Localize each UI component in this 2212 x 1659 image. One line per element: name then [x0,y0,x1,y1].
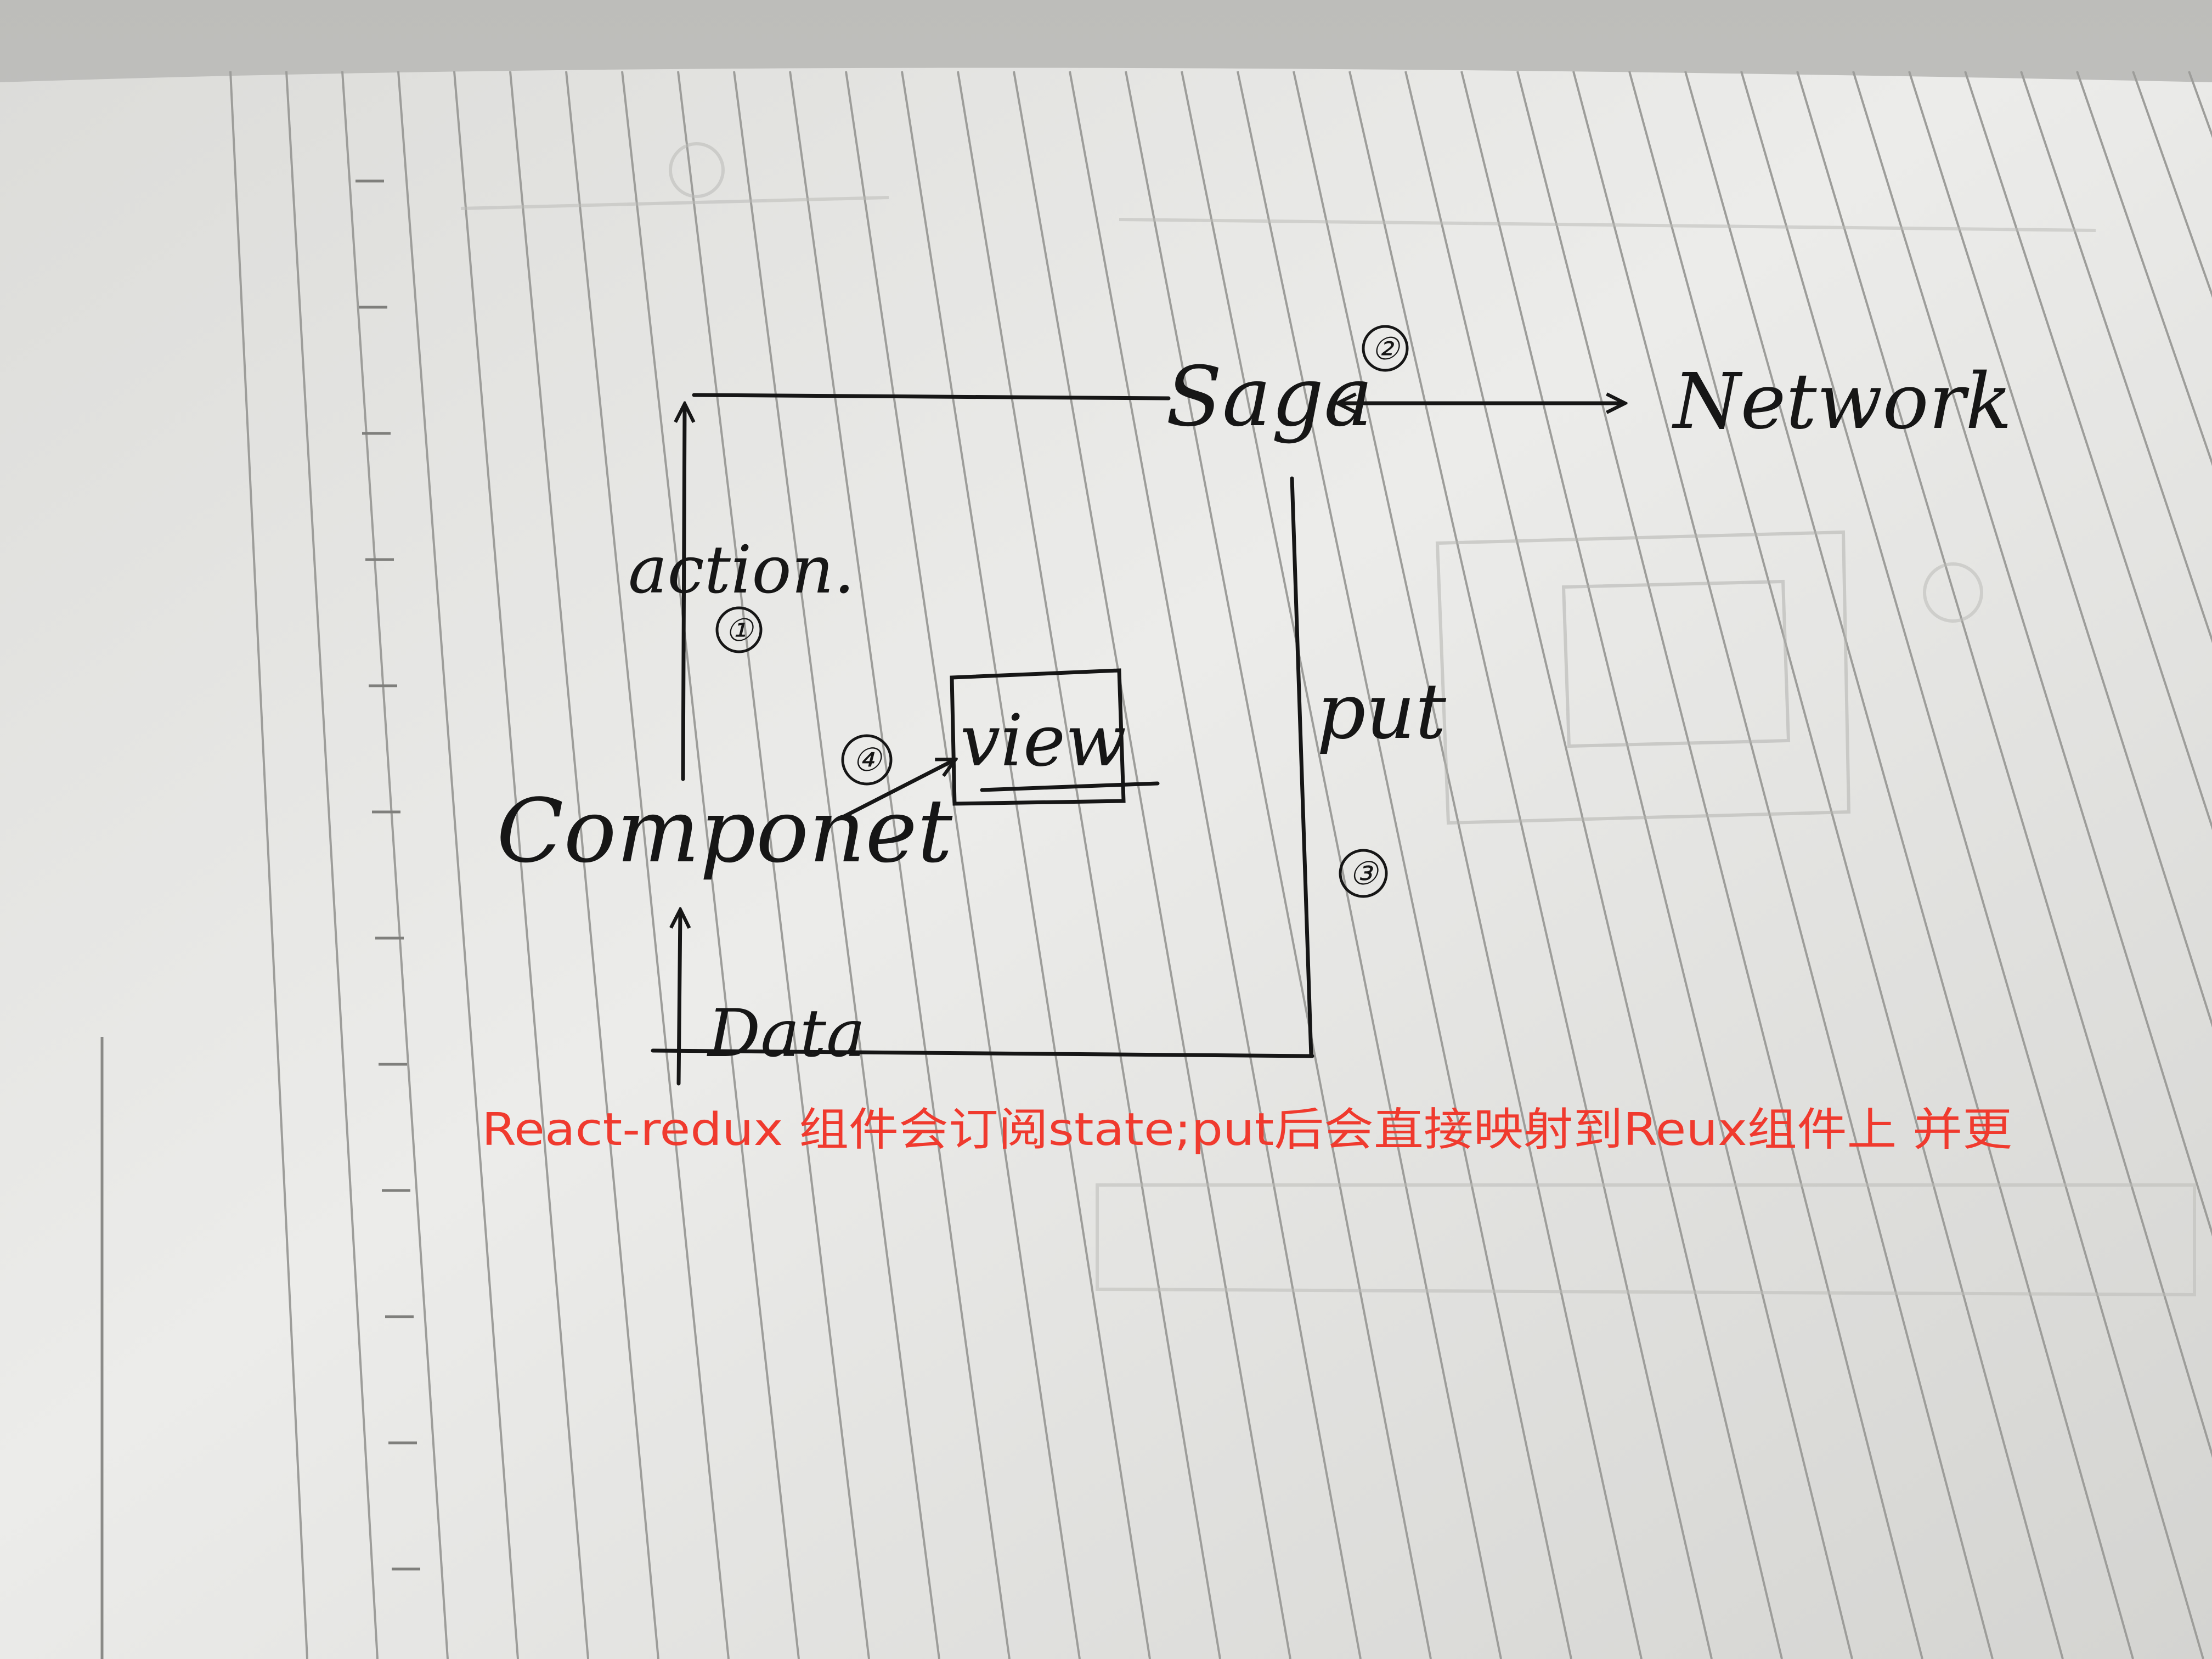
ruled-line [1404,71,1783,1659]
svg-text:④: ④ [853,741,883,778]
ruled-line [1964,71,2212,831]
ruled-line [621,71,800,1659]
ruled-line [901,71,1151,1659]
bottom-line [651,1048,1314,1058]
step-marker-3: ③ [1339,849,1388,898]
ruled-line [1908,71,2212,1028]
ruled-line [1740,71,2204,1659]
ruled-line [845,71,1081,1659]
ruled-line [453,71,589,1659]
put-label: put [1317,667,1447,757]
svg-text:①: ① [725,613,754,648]
data-arrow [679,911,680,1086]
ruled-line [509,71,659,1659]
step-marker-4: ④ [841,734,893,786]
ruled-line [1572,71,1994,1659]
ruled-line [677,71,870,1659]
view-box [950,668,1126,806]
notebook-page [0,67,2212,1659]
ruled-line [1628,71,2064,1659]
ruled-line [285,71,379,1659]
ruled-line [1516,71,1923,1659]
svg-text:②: ② [1372,331,1401,367]
step-marker-2: ② [1362,325,1409,372]
step-marker-1: ① [715,606,763,653]
ruled-line [957,71,1221,1659]
action-label: action. [628,532,855,608]
ruled-line [1348,71,1713,1659]
ruled-line [1684,71,2134,1659]
ruled-line [341,71,449,1659]
action-arrow [683,405,685,781]
put-line [1290,476,1313,1058]
data-label: Data [707,996,866,1072]
ruled-line [789,71,1011,1659]
ruled-line [1013,71,1291,1659]
diagram-lines [651,393,1624,1086]
svg-text:③: ③ [1349,855,1379,892]
to-view-arrow [840,760,955,820]
ruled-line [1293,71,1643,1659]
ruled-line [1460,71,1853,1659]
view-underline [980,781,1160,792]
ruled-line [229,71,308,1659]
top-connector [692,393,1171,400]
ruled-line [2020,71,2212,644]
step-markers: ① ② ③ ④ [715,325,1409,898]
ruled-lines [229,71,2212,1659]
ruled-line [1852,71,2212,1237]
ruled-line [565,71,730,1659]
ruled-line [1796,71,2212,1458]
ruled-line [1069,71,1362,1659]
saga-label: Saga [1166,349,1373,445]
ruled-line [2076,71,2212,466]
ruled-line [1237,71,1572,1659]
annotation-caption: React-redux 组件会订阅state;put后会直接映射到Reux组件上… [482,1104,2012,1156]
view-label: view [960,699,1126,782]
ruled-line [397,71,519,1659]
show-through-sketch [460,142,2196,1297]
ruled-line [1125,71,1432,1659]
margin-ticks [356,179,420,1571]
ruled-line [733,71,940,1659]
componet-label: Componet [496,780,953,882]
network-label: Network [1672,357,2012,447]
